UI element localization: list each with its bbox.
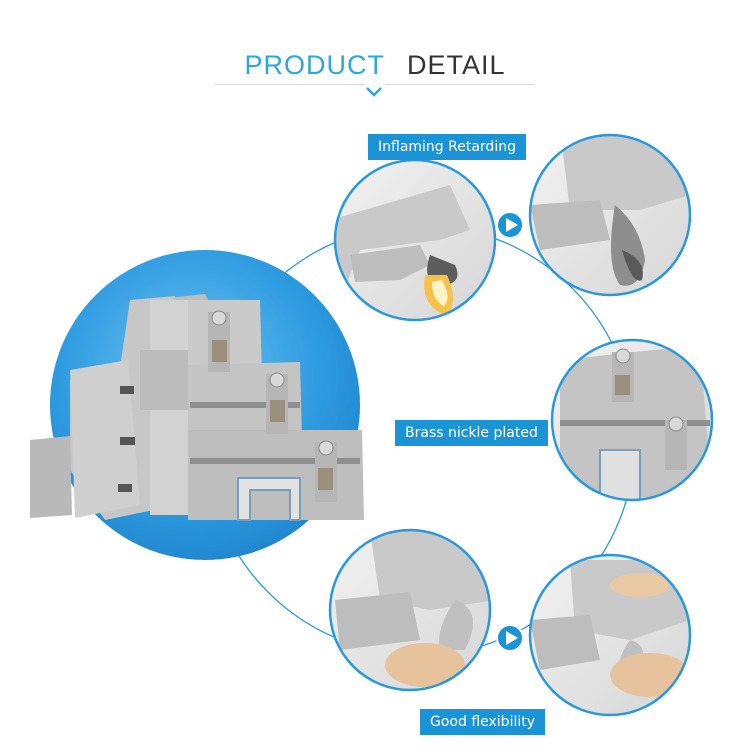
title-underline-left	[215, 84, 365, 85]
title-part-product: PRODUCT	[244, 50, 385, 80]
play-right-icon	[496, 211, 524, 239]
terminal-block-main	[30, 294, 364, 521]
play-right-icon	[496, 624, 524, 652]
detail-circle-flex	[528, 553, 692, 717]
label-inflaming-retarding: Inflaming Retarding	[368, 134, 526, 160]
detail-circle-flame	[333, 158, 497, 322]
detail-circle-brass	[550, 338, 714, 502]
detail-circle-bend	[328, 528, 492, 692]
label-brass-nickle-plated: Brass nickle plated	[395, 420, 548, 446]
chevron-down-icon	[366, 87, 382, 97]
detail-circle-burnt	[528, 133, 692, 297]
label-good-flexibility: Good flexibility	[420, 709, 546, 735]
title: PRODUCT DETAIL	[0, 50, 750, 81]
title-underline-right	[385, 84, 535, 85]
title-part-detail: DETAIL	[406, 50, 506, 80]
